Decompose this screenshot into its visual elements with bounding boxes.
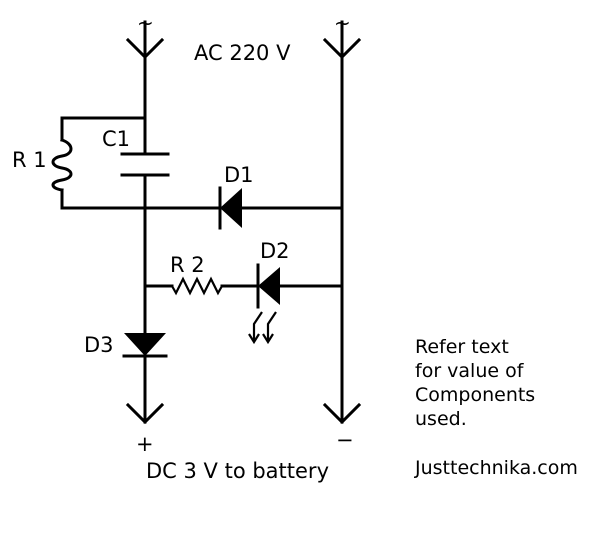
label-d1: D1: [224, 163, 254, 187]
arrow-left-bottom: [125, 402, 165, 425]
led-d2: [258, 267, 280, 305]
diode-d3: [124, 333, 166, 356]
label-output: DC 3 V to battery: [146, 459, 329, 483]
label-supply: AC 220 V: [194, 41, 291, 65]
label-r2: R 2: [170, 253, 205, 277]
arrow-right-bottom: [322, 402, 362, 425]
label-r1: R 1: [12, 148, 47, 172]
diode-d1: [220, 188, 242, 228]
label-d2: D2: [260, 239, 290, 263]
label-plus: +: [136, 432, 154, 456]
label-d3: D3: [84, 333, 114, 357]
side-note: Refer text for value of Components used.: [415, 336, 535, 430]
resistor-r1: [51, 138, 73, 192]
note-line-2: for value of: [415, 360, 525, 382]
credit-text: Justtechnika.com: [414, 457, 578, 479]
label-minus: −: [336, 428, 354, 452]
ac-terminal-right: ~: [322, 11, 362, 60]
label-c1: C1: [102, 127, 130, 151]
resistor-r2: [171, 276, 223, 296]
note-line-3: Components: [415, 384, 535, 406]
ac-terminal-left: ~: [125, 11, 165, 60]
led-light-arrows-icon: [248, 311, 277, 345]
note-line-4: used.: [415, 408, 467, 430]
note-line-1: Refer text: [415, 336, 509, 358]
